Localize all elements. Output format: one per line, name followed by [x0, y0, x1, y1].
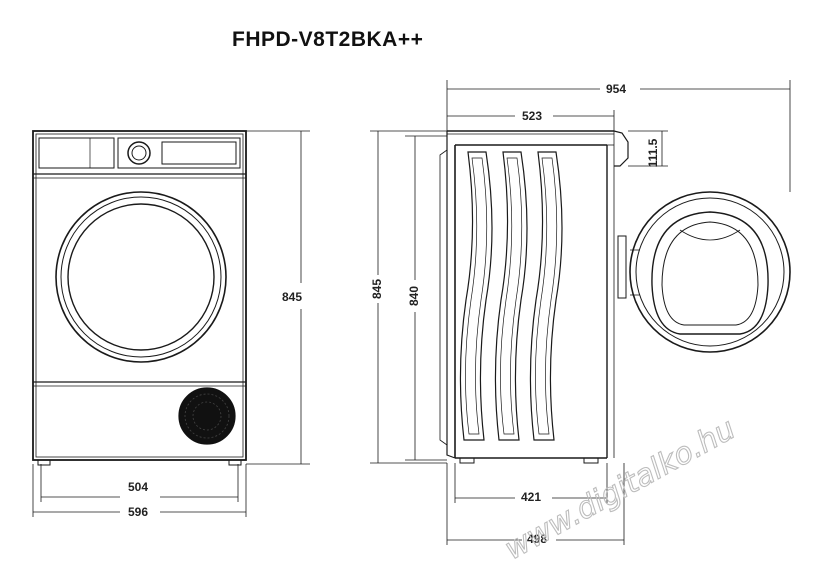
front-view: [32, 130, 247, 466]
model-title: FHPD-V8T2BKA++: [232, 28, 424, 51]
dim-side-depth-open: 954: [606, 82, 626, 96]
front-door-outer: [55, 191, 227, 363]
dim-side-door-offset: 111.5: [646, 138, 660, 167]
drum-ribs: [459, 151, 563, 441]
dim-side-depth-top: 523: [522, 109, 542, 123]
front-door-glass: [67, 203, 215, 351]
vent-grille-icon: [178, 387, 236, 445]
front-dimension-lines: [32, 130, 310, 517]
dim-side-depth-full: 498: [527, 532, 547, 546]
dim-side-height-body: 840: [407, 286, 421, 306]
program-knob-icon: [127, 141, 151, 165]
side-view: [439, 130, 791, 464]
side-dimension-lines: [370, 80, 791, 545]
dim-front-width: 596: [128, 505, 148, 519]
open-door: [629, 191, 791, 353]
dim-front-inner-width: 504: [128, 480, 148, 494]
dim-side-height-total: 845: [370, 279, 384, 299]
dim-front-height: 845: [282, 290, 302, 304]
dim-side-depth-base: 421: [521, 490, 541, 504]
dimension-labels: 845 504 596 954 523 421 498 845 840 111.…: [128, 82, 660, 546]
